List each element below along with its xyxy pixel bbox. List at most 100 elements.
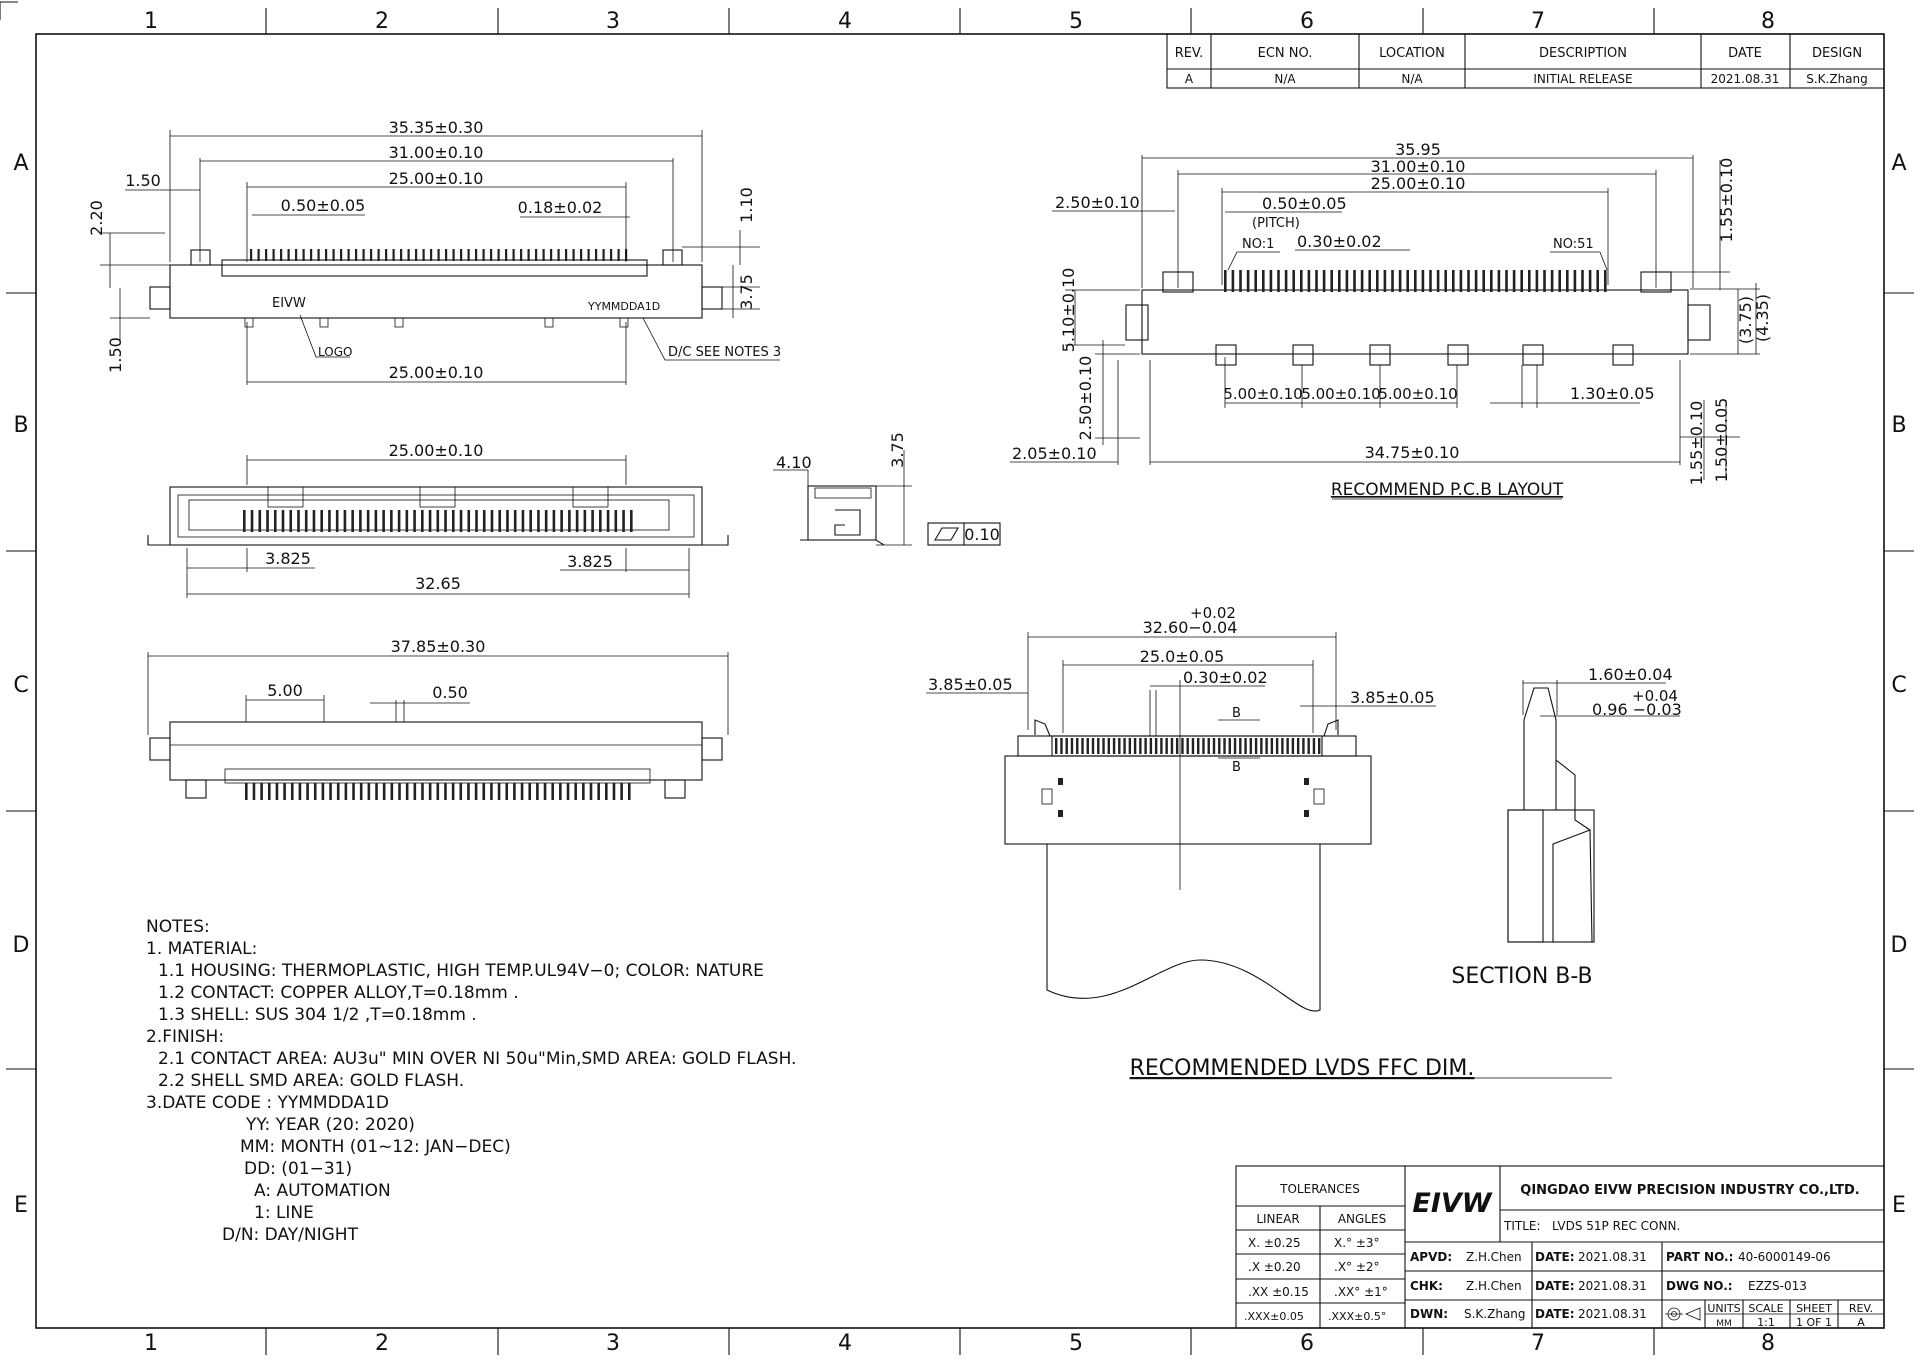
ffc-finger: [1133, 738, 1137, 754]
contact-pin: [436, 510, 440, 532]
contact-pin: [490, 510, 494, 532]
contact-pin: [610, 249, 613, 261]
dwg-no-value: EZZS-013: [1748, 1279, 1807, 1293]
contact-pin: [343, 510, 347, 532]
contact-pin: [405, 510, 409, 532]
dim-section-160: 1.60±0.04: [1588, 665, 1673, 684]
contact-pin: [474, 783, 478, 800]
contact-pin: [543, 783, 547, 800]
ffc-finger: [1081, 738, 1084, 754]
pcb-tab-pad: [1612, 344, 1634, 366]
contact-pin: [437, 249, 440, 261]
dim-bottom-overall: 37.85±0.30: [391, 637, 486, 656]
dim-front-375: 3.75: [737, 274, 756, 310]
contact-pin: [329, 783, 332, 800]
note-3-a: A: AUTOMATION: [254, 1181, 391, 1201]
contact-pin: [580, 249, 583, 261]
pcb-pad: [1269, 270, 1273, 292]
contact-pin: [340, 249, 343, 261]
dim-pcb-030: 0.30±0.02: [1297, 232, 1382, 251]
pcb-pad: [1284, 270, 1288, 292]
contact-pin: [445, 249, 448, 261]
ffc-finger: [1197, 738, 1200, 754]
pcb-pad: [1459, 270, 1463, 292]
ffc-finger: [1244, 738, 1247, 754]
dim-side-375: 3.75: [888, 432, 907, 468]
contact-pin: [451, 510, 455, 532]
pcb-pad: [1474, 270, 1478, 292]
contact-pin: [335, 510, 339, 532]
contact-pin: [260, 783, 263, 800]
contact-pin: [482, 783, 486, 800]
dim-front-220: 2.20: [87, 200, 106, 236]
ffc-finger: [1139, 738, 1142, 754]
dim-front-25-bottom: 25.00±0.10: [389, 363, 484, 382]
contact-pin: [287, 249, 290, 261]
projection-symbol-icon: [1665, 1307, 1701, 1321]
contact-pin: [351, 510, 354, 532]
contact-pin: [612, 783, 616, 800]
contact-pin: [392, 249, 395, 261]
zone-col-5-top: 5: [1069, 9, 1083, 34]
ffc-finger: [1070, 738, 1074, 754]
contact-pin: [325, 249, 328, 261]
date-label-2: DATE:: [1535, 1279, 1575, 1293]
pcb-pad: [1353, 270, 1356, 292]
dim-pcb-500-c: 5.00±0.10: [1378, 385, 1457, 403]
contact-pin: [552, 510, 556, 532]
apvd-label: APVD:: [1410, 1250, 1452, 1264]
contact-pin: [557, 249, 560, 261]
contact-pin: [297, 510, 300, 532]
contact-pin: [582, 783, 585, 800]
contact-pin: [407, 249, 410, 261]
contact-pin: [398, 783, 401, 800]
contact-pin: [506, 510, 509, 532]
dim-side-410: 4.10: [776, 453, 812, 472]
zone-col-8-top: 8: [1761, 9, 1775, 34]
note-1-3: 1.3 SHELL: SUS 304 1/2 ,T=0.18mm .: [158, 1005, 477, 1025]
contact-pin: [587, 249, 590, 261]
dim-pcb-155-bottom: 1.55±0.10: [1687, 401, 1706, 486]
ffc-finger: [1239, 738, 1242, 754]
note-3-dn: D/N: DAY/NIGHT: [222, 1225, 359, 1245]
pcb-pad: [1421, 270, 1425, 292]
contact-pin: [490, 783, 493, 800]
pcb-pad: [1581, 270, 1584, 292]
dim-front-pitch: 0.50±0.05: [281, 196, 366, 215]
ffc-finger: [1218, 738, 1221, 754]
dim-section-096: 0.96 −0.03: [1592, 700, 1682, 719]
date-code-mark: YYMMDDA1D: [587, 300, 660, 313]
note-3-1: 1: LINE: [254, 1203, 314, 1223]
contact-pin: [347, 249, 350, 261]
contact-pin: [390, 783, 394, 800]
front-view: EIVW YYMMDDA1D LOGO D/C SEE NOTES 3 35.3…: [87, 118, 781, 385]
contact-pin: [605, 783, 608, 800]
contact-pin: [498, 510, 502, 532]
pcb-pad: [1414, 270, 1417, 292]
contact-pin: [275, 783, 279, 800]
part-no-label: PART NO.:: [1666, 1250, 1733, 1264]
contact-pin: [245, 783, 248, 800]
zone-col-8-bottom: 8: [1761, 1331, 1775, 1356]
section-bb: 1.60±0.04 +0.04 0.96 −0.03 SECTION B-B: [1451, 665, 1681, 989]
revision-table: REV. ECN NO. LOCATION DESCRIPTION DATE D…: [1166, 33, 1885, 89]
brand-mark: EIVW: [272, 296, 306, 311]
zone-row-c-left: C: [13, 673, 28, 698]
contact-pin: [536, 783, 539, 800]
contact-pin: [306, 783, 309, 800]
contact-pin: [599, 510, 602, 532]
zone-col-4-bottom: 4: [838, 1331, 852, 1356]
pcb-pad: [1300, 270, 1303, 292]
zone-row-d-right: D: [1891, 933, 1908, 958]
notes: NOTES: 1. MATERIAL: 1.1 HOUSING: THERMOP…: [146, 917, 796, 1245]
contact-pin: [366, 510, 370, 532]
contact-pin: [589, 783, 593, 800]
contact-pin: [413, 510, 416, 532]
contact-pin: [559, 783, 562, 800]
dim-top-3825-left: 3.825: [265, 549, 311, 568]
tolerances-heading: TOLERANCES: [1279, 1182, 1360, 1196]
pcb-pad: [1224, 270, 1227, 292]
pcb-pad: [1322, 270, 1326, 292]
contact-pin: [575, 510, 579, 532]
